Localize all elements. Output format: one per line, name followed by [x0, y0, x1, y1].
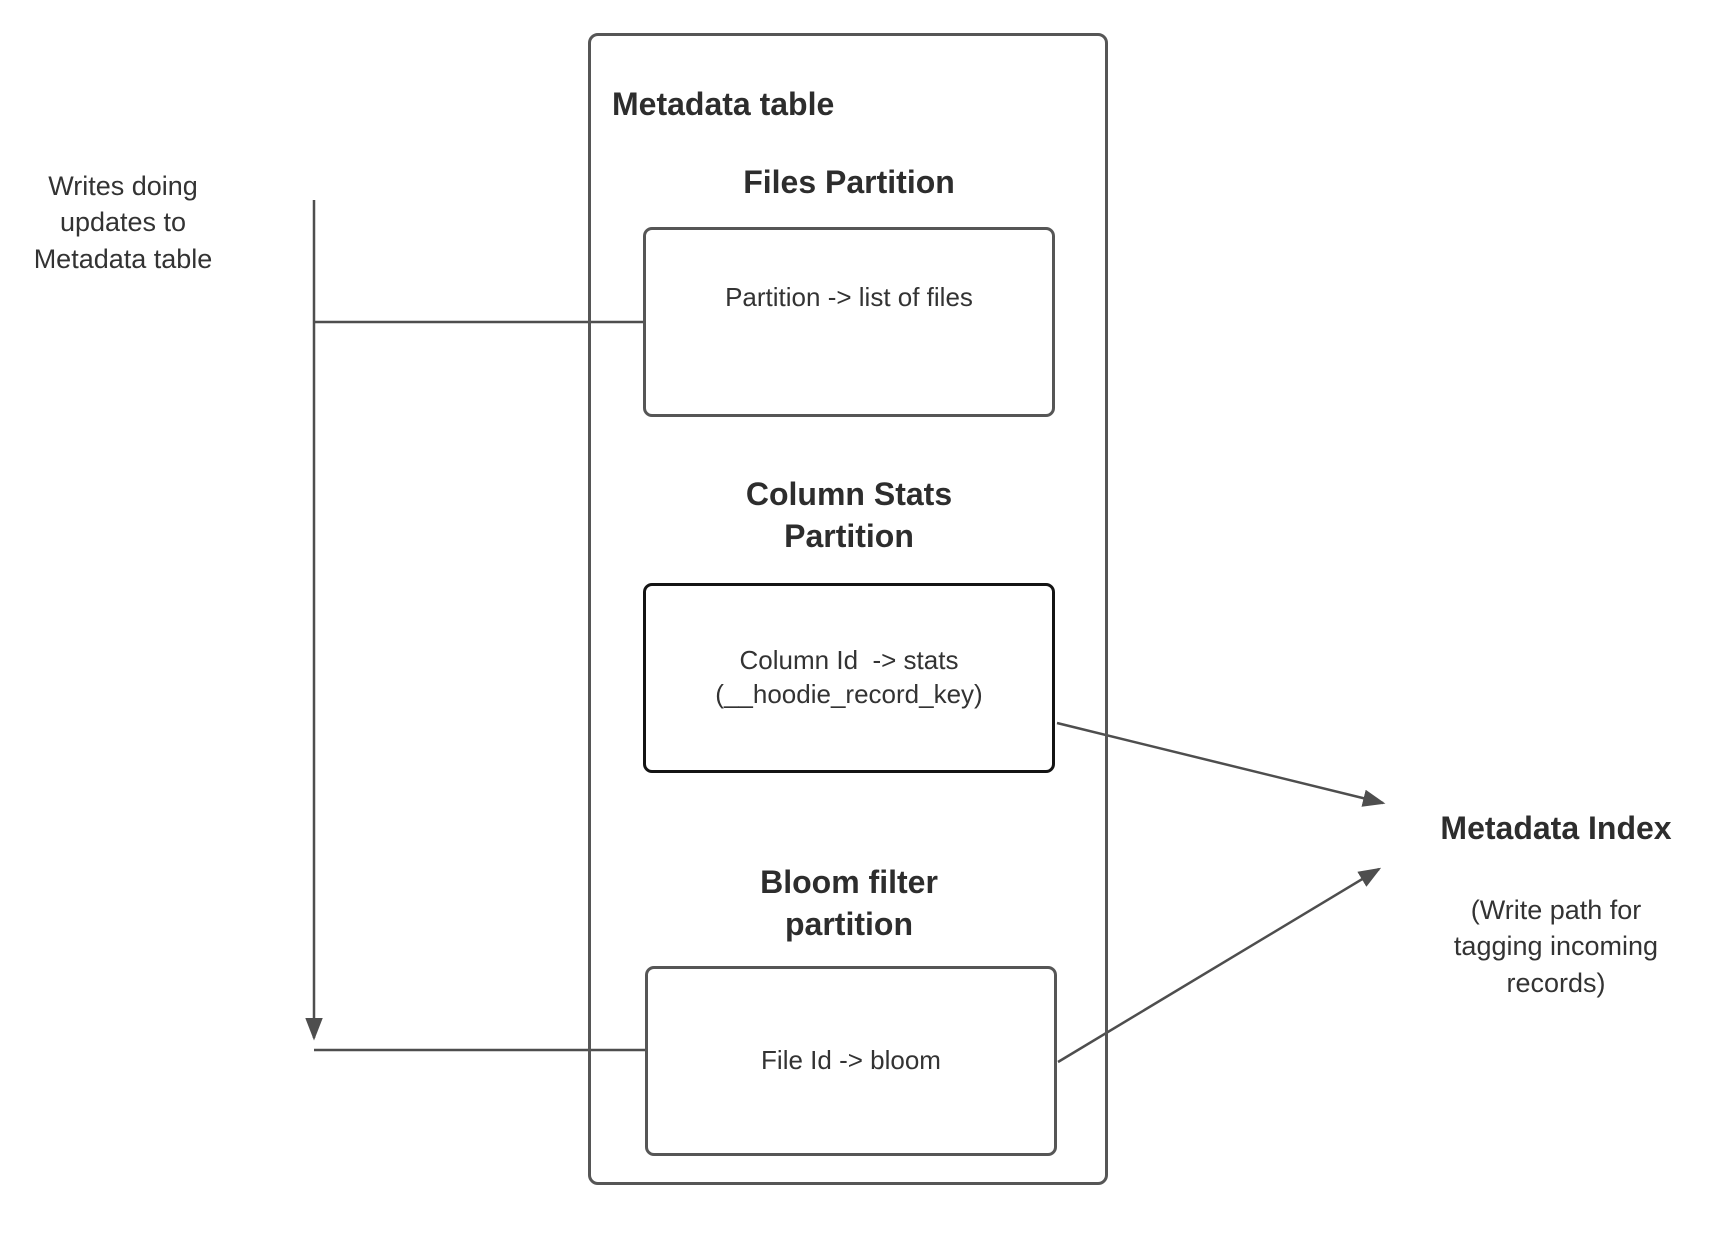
bloom-filter-partition-box: File Id -> bloom	[645, 966, 1057, 1156]
files-partition-text: Partition -> list of files	[725, 282, 973, 313]
writes-updates-label: Writes doing updates to Metadata table	[33, 171, 213, 274]
metadata-index-title: Metadata Index	[1440, 810, 1672, 846]
metadata-table-title: Metadata table	[612, 86, 835, 122]
column-stats-partition-heading: Column Stats Partition	[745, 476, 953, 554]
bloom-filter-partition-text: File Id -> bloom	[761, 1045, 941, 1076]
files-partition-heading: Files Partition	[743, 164, 955, 200]
column-stats-partition-text: Column Id -> stats (__hoodie_record_key)	[715, 645, 983, 709]
metadata-index-subtitle: (Write path for tagging incoming records…	[1453, 895, 1659, 998]
files-partition-box: Partition -> list of files	[643, 227, 1055, 417]
column-stats-partition-box: Column Id -> stats (__hoodie_record_key)	[643, 583, 1055, 773]
bloom-filter-partition-heading: Bloom filter partition	[760, 864, 938, 942]
metadata-table-box	[588, 33, 1108, 1185]
